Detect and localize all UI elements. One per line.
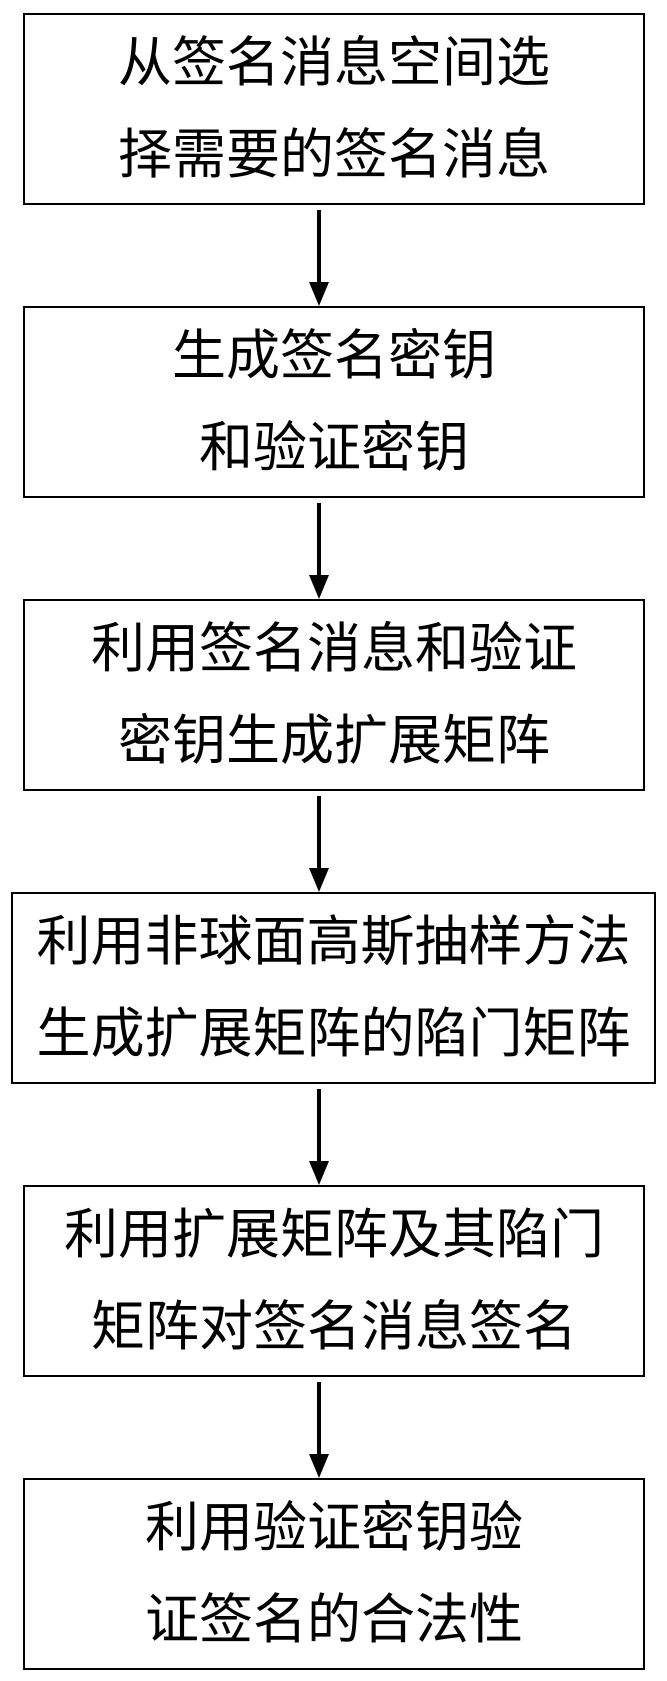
- step-4-line-2: 生成扩展矩阵的陷门矩阵: [36, 1002, 631, 1065]
- step-5-box: 利用扩展矩阵及其陷门 矩阵对签名消息签名: [23, 1185, 645, 1377]
- step-6-box: 利用验证密钥验 证签名的合法性: [23, 1478, 645, 1670]
- arrow-3-to-4: [309, 796, 329, 892]
- arrow-5-to-6: [309, 1382, 329, 1478]
- step-4-box: 利用非球面高斯抽样方法 生成扩展矩阵的陷门矩阵: [11, 892, 656, 1084]
- step-2-line-2: 和验证密钥: [199, 416, 469, 479]
- arrow-2-to-3: [309, 503, 329, 599]
- step-1-line-2: 择需要的签名消息: [118, 123, 550, 186]
- arrow-1-to-2: [309, 210, 329, 306]
- step-5-line-1: 利用扩展矩阵及其陷门: [64, 1203, 604, 1266]
- step-2-line-1: 生成签名密钥: [172, 324, 496, 387]
- step-3-line-1: 利用签名消息和验证: [91, 617, 577, 680]
- step-1-line-1: 从签名消息空间选: [118, 31, 550, 94]
- arrow-4-to-5: [309, 1089, 329, 1185]
- step-6-line-1: 利用验证密钥验: [145, 1496, 523, 1559]
- step-3-box: 利用签名消息和验证 密钥生成扩展矩阵: [23, 599, 645, 791]
- step-6-line-2: 证签名的合法性: [145, 1588, 523, 1651]
- step-5-line-2: 矩阵对签名消息签名: [91, 1295, 577, 1358]
- step-2-box: 生成签名密钥 和验证密钥: [23, 306, 645, 498]
- step-3-line-2: 密钥生成扩展矩阵: [118, 709, 550, 772]
- step-4-line-1: 利用非球面高斯抽样方法: [36, 910, 631, 973]
- step-1-box: 从签名消息空间选 择需要的签名消息: [23, 13, 645, 205]
